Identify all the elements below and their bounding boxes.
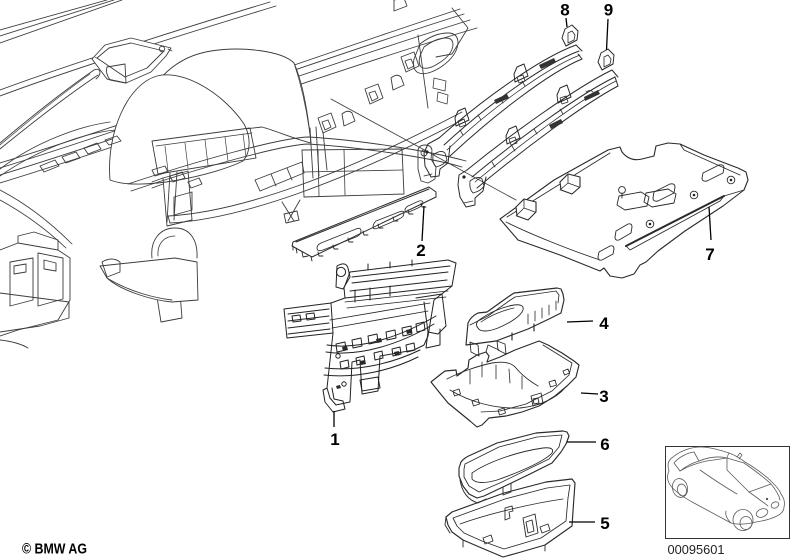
svg-text:6: 6	[600, 435, 609, 454]
svg-text:9: 9	[604, 1, 613, 20]
svg-text:5: 5	[600, 514, 609, 533]
svg-text:4: 4	[599, 314, 609, 333]
svg-text:8: 8	[560, 1, 569, 20]
svg-text:3: 3	[599, 387, 608, 406]
svg-text:00095601: 00095601	[668, 542, 725, 557]
svg-text:© BMW AG: © BMW AG	[22, 541, 87, 558]
svg-text:2: 2	[416, 241, 425, 260]
svg-text:1: 1	[330, 430, 339, 449]
svg-text:7: 7	[705, 245, 714, 264]
